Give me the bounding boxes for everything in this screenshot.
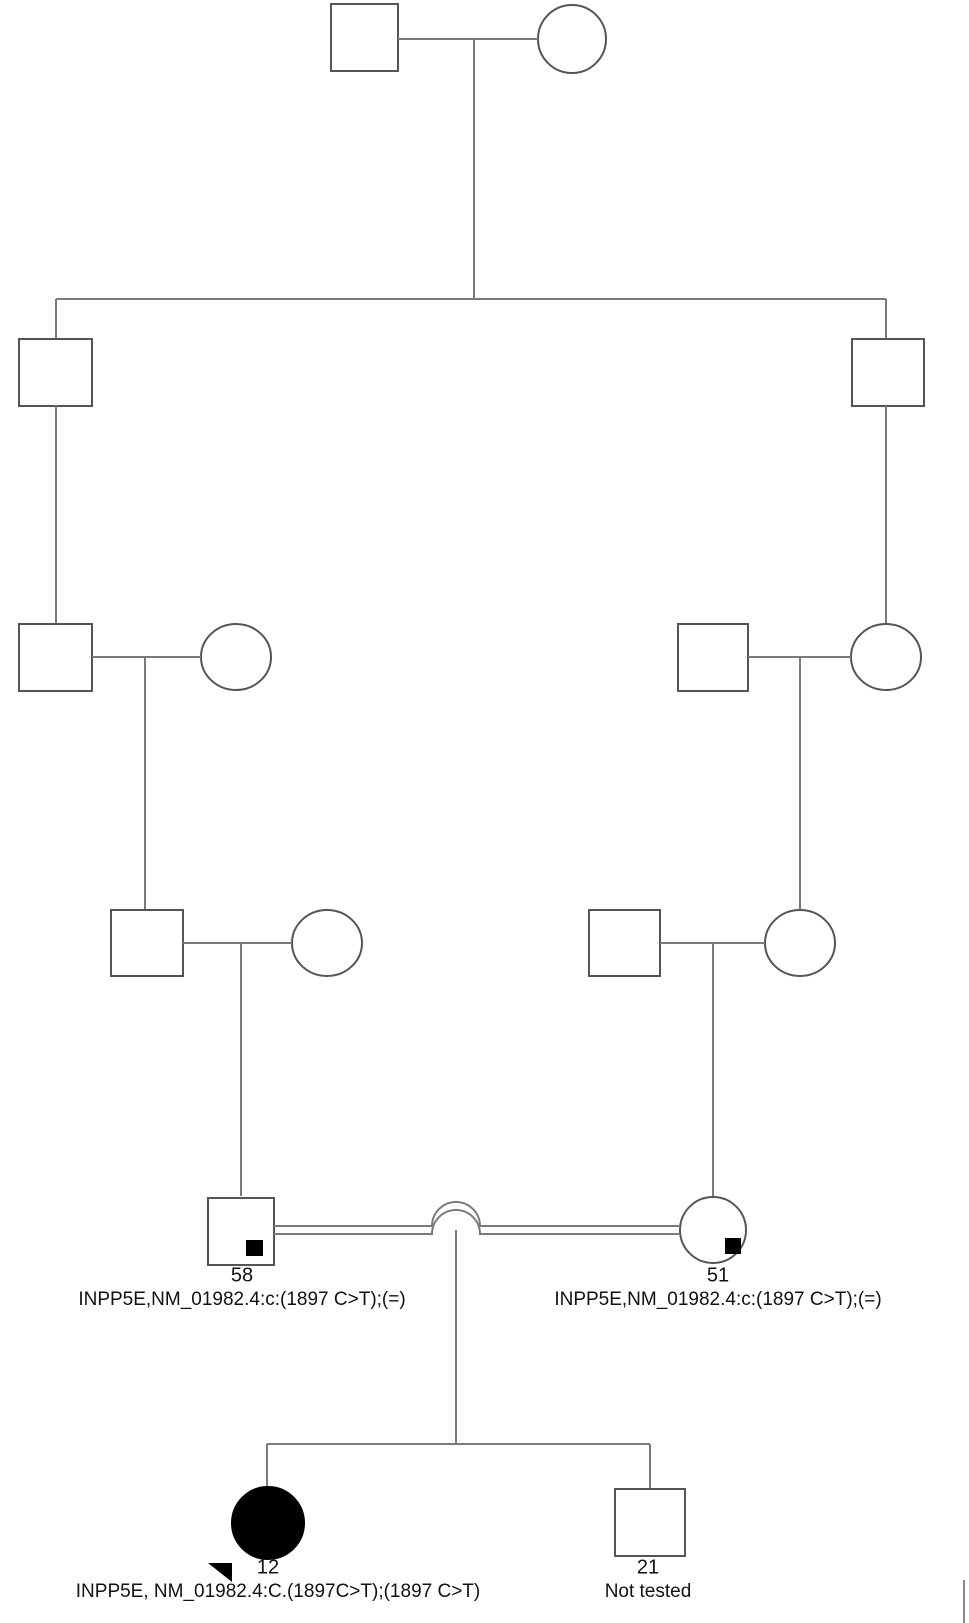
- generation-6: 12 INPP5E, NM_01982.4:C.(1897C>T);(1897 …: [76, 1443, 692, 1602]
- gen4-male-left: [110, 909, 184, 977]
- mother-carrier-mark: [725, 1238, 741, 1254]
- gen3-male-right: [677, 623, 749, 692]
- brother-age: 21: [637, 1557, 659, 1579]
- brother-genotype: Not tested: [605, 1581, 692, 1602]
- gen2-male-left: [18, 338, 93, 407]
- father-age: 58: [231, 1265, 253, 1287]
- father-carrier-mark: [246, 1240, 263, 1256]
- gen1-female: [537, 4, 607, 74]
- proband-symbol: [231, 1486, 305, 1560]
- generation-3: [18, 623, 922, 910]
- generation-1: [55, 3, 887, 339]
- proband-age: 12: [257, 1557, 279, 1579]
- generation-2: [18, 338, 925, 624]
- mother-genotype: INPP5E,NM_01982.4:c:(1897 C>T);(=): [554, 1289, 881, 1310]
- gen3-female-left: [200, 623, 272, 691]
- father-symbol: [207, 1197, 275, 1266]
- mother-age: 51: [707, 1265, 729, 1287]
- generation-5: 58 INPP5E,NM_01982.4:c:(1897 C>T);(=) 51…: [78, 1196, 882, 1444]
- gen3-male-left: [18, 623, 93, 692]
- consanguineous-line-lower: [274, 1209, 680, 1235]
- father-genotype: INPP5E,NM_01982.4:c:(1897 C>T);(=): [78, 1289, 405, 1310]
- gen3-female-right: [850, 623, 922, 691]
- gen4-female-left: [291, 909, 363, 977]
- gen2-male-right: [851, 338, 925, 407]
- proband-genotype: INPP5E, NM_01982.4:C.(1897C>T);(1897 C>T…: [76, 1581, 480, 1602]
- consanguineous-line-upper: [274, 1201, 680, 1227]
- gen4-male-right: [588, 909, 661, 977]
- gen1-male: [330, 3, 399, 72]
- brother-symbol: [614, 1488, 686, 1557]
- generation-4: [110, 909, 836, 1196]
- gen4-female-right: [764, 909, 836, 977]
- proband-arrow: [208, 1563, 232, 1582]
